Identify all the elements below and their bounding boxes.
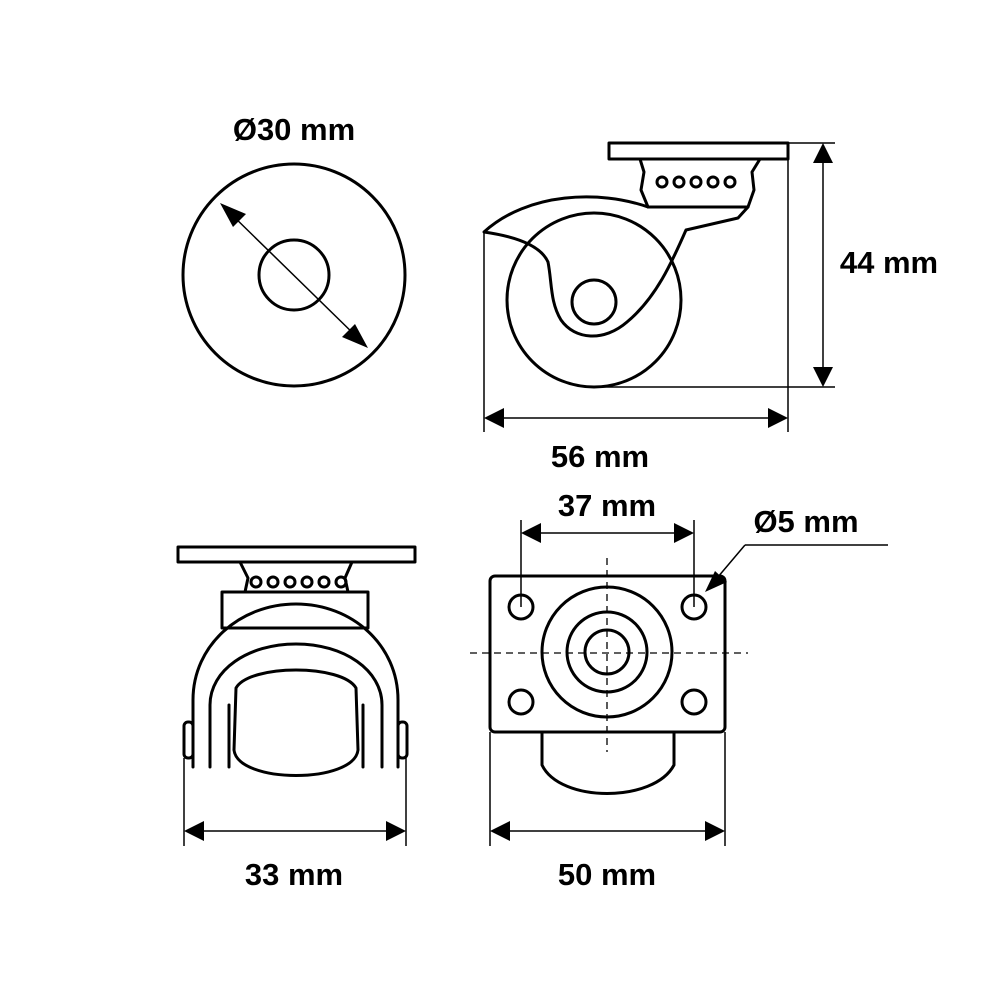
caster-front-view: 33 mm [176,545,417,892]
wheel-front [232,668,360,777]
height-label: 44 mm [840,245,938,280]
diameter-arrow-end [342,324,368,348]
axle-cap-left [182,720,195,760]
length-label: 56 mm [551,439,649,474]
wheel-side [505,211,683,389]
wheel-front-view: Ø30 mm [181,112,407,388]
hole-spacing-arrow-right [674,523,694,543]
caster-fork [482,195,750,338]
ball-bearings-front [249,575,348,589]
axle-side [570,278,618,326]
mounting-plate-front [176,545,417,564]
caster-side-view: 44 mm 56 mm [482,141,938,474]
width-arrow-left [184,821,204,841]
caster-top-view: 37 mm Ø5 mm 50 mm [470,488,888,892]
hole-diameter-leader-arrow [705,571,727,592]
hole-spacing-arrow-left [521,523,541,543]
plate-width-arrow-left [490,821,510,841]
diameter-arrow-start [220,203,246,227]
width-label: 33 mm [245,857,343,892]
length-arrow-left [484,408,504,428]
plate-width-label: 50 mm [558,857,656,892]
hole-spacing-label: 37 mm [558,488,656,523]
mounting-plate-side [607,141,790,161]
length-arrow-right [768,408,788,428]
mounting-hole-bottom-left [507,688,535,716]
wheel-below-plate [540,730,676,795]
diameter-dimension-line [226,209,362,342]
axle-cap-right [396,720,409,760]
plate-width-arrow-right [705,821,725,841]
fork-outer [191,602,400,769]
height-arrow-bottom [813,367,833,387]
ball-bearings [655,175,737,189]
fork-inner [208,642,384,769]
height-arrow-top [813,143,833,163]
hole-diameter-label: Ø5 mm [753,504,858,539]
mounting-hole-bottom-right [680,688,708,716]
swivel-block [220,590,370,630]
wheel-outline [181,162,407,388]
wheel-hub [257,238,331,312]
width-arrow-right [386,821,406,841]
wheel-diameter-label: Ø30 mm [233,112,355,147]
